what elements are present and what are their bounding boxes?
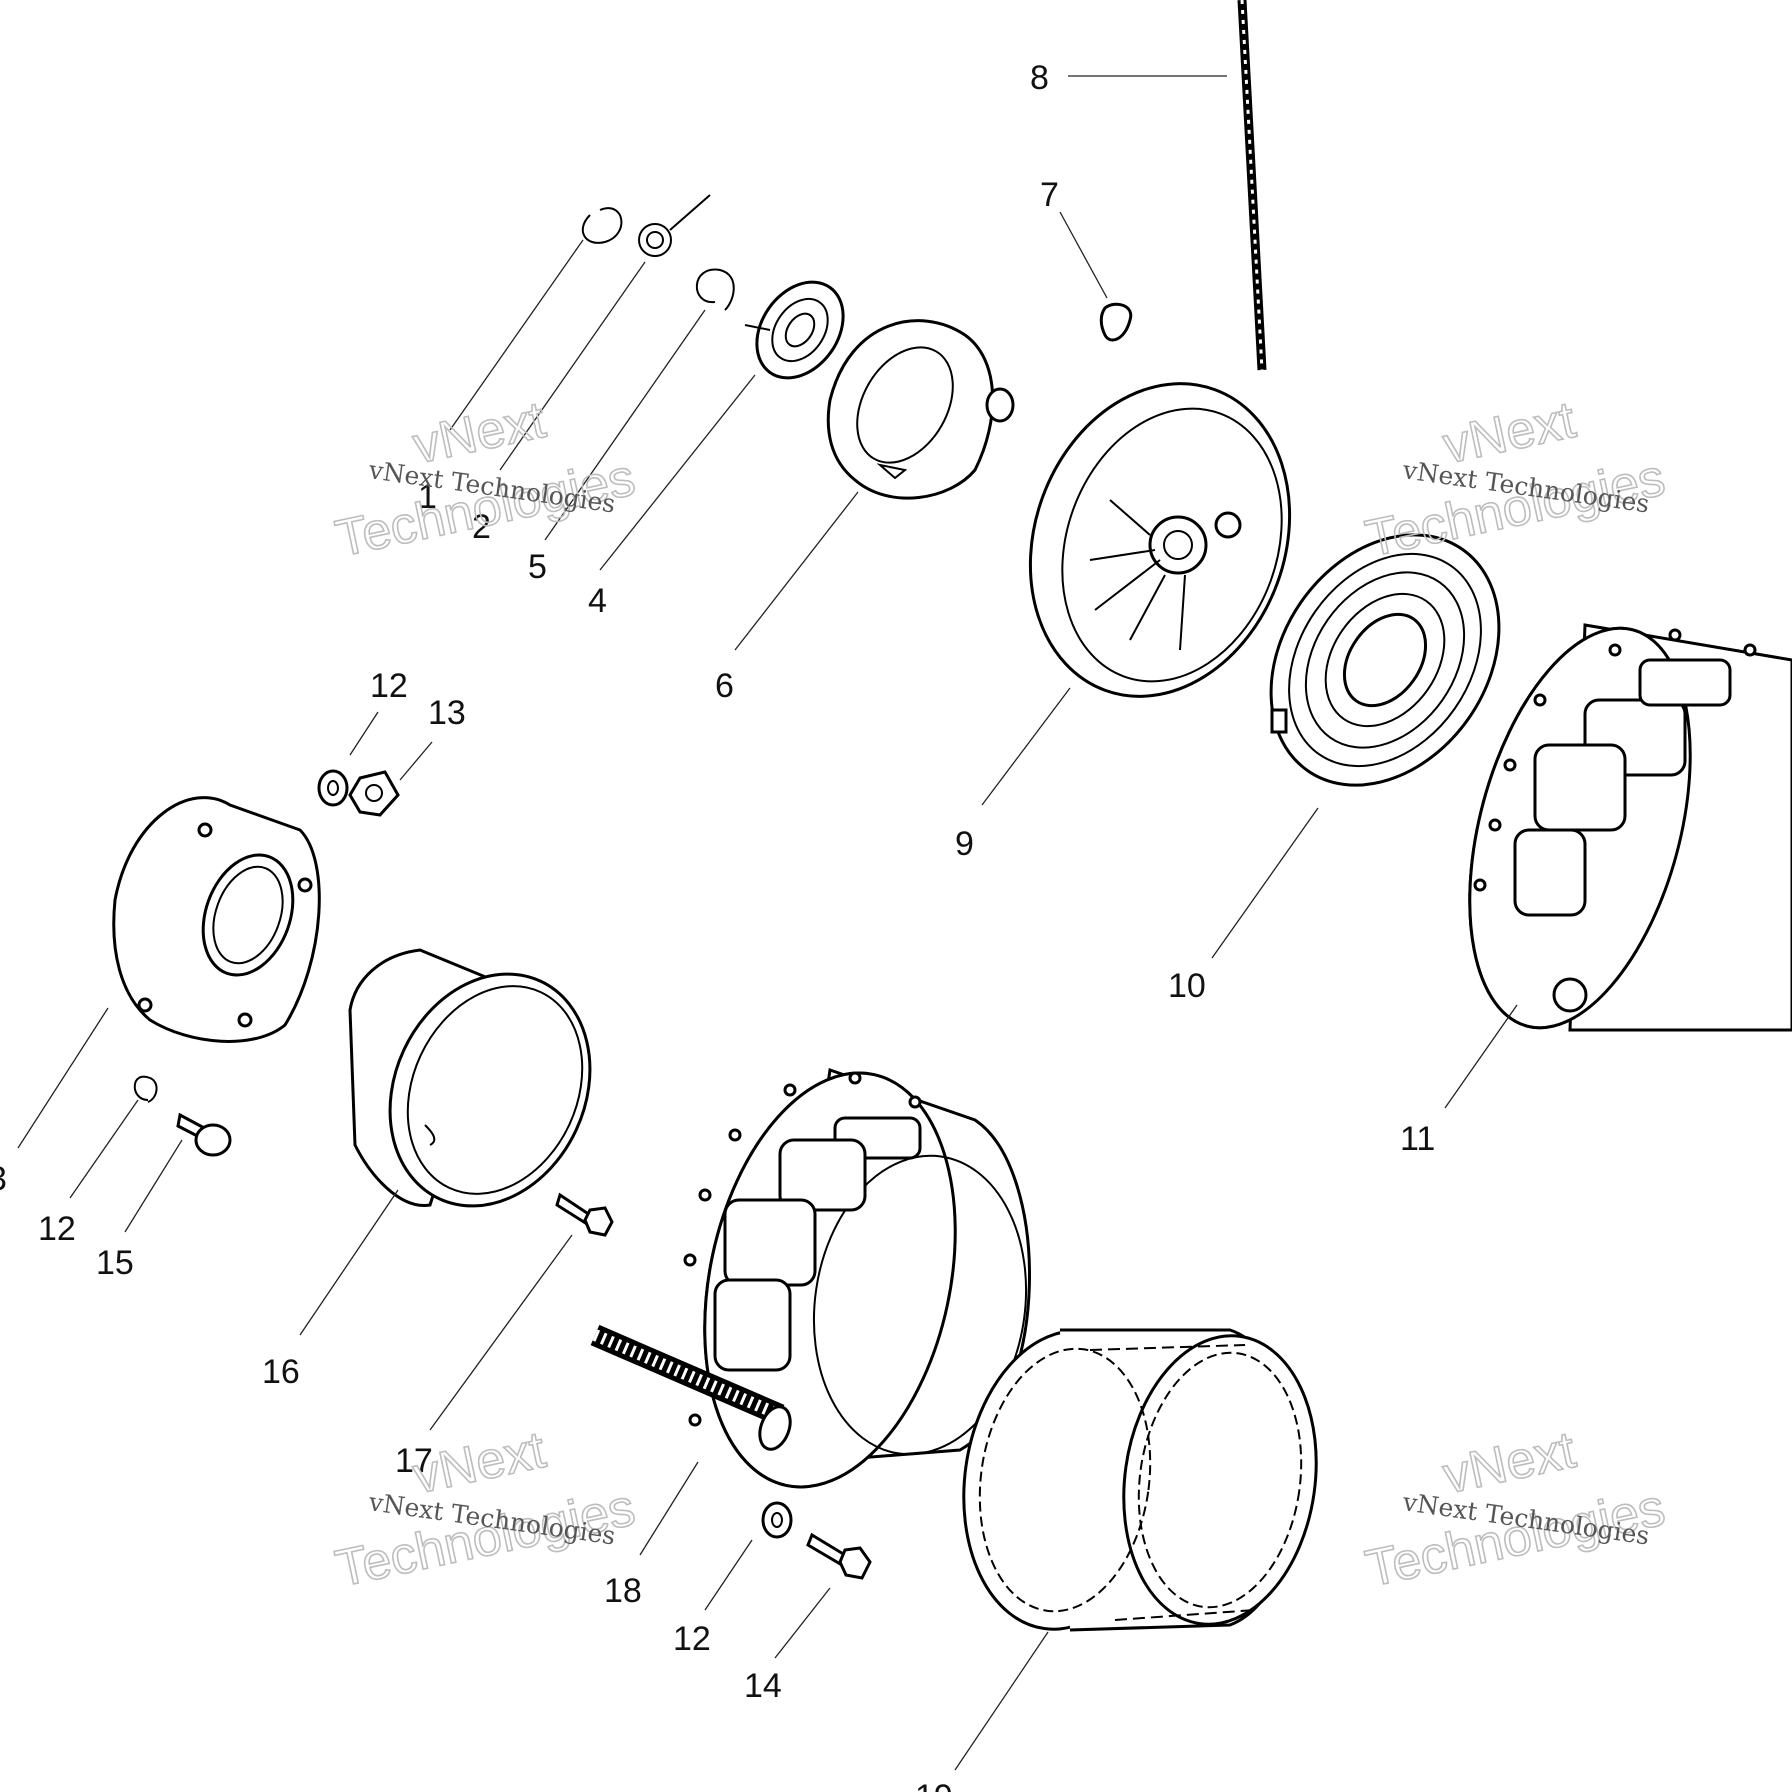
part-12-washer-top [317,769,349,807]
part-4-cam [744,280,845,380]
callout-8: 8 [1030,59,1049,97]
part-5-clip [695,268,735,311]
callout-10: 10 [1168,967,1206,1005]
watermark-vnext: vNext [408,1421,551,1505]
part-19-ratchet-cage [962,1328,1318,1632]
part-18-lower-housing [590,1067,1032,1489]
callout-4: 4 [588,582,607,620]
part-8-rope [1237,0,1267,371]
part-12-washer-bottom [761,1501,793,1539]
part-6-plate [826,319,1015,500]
part-2-spring [638,194,711,257]
callout-13: 13 [428,694,466,732]
callout-5: 5 [528,548,547,586]
callout-6: 6 [715,667,734,705]
callout-9: 9 [955,825,974,863]
callout-11: 11 [1400,1120,1435,1158]
part-14-bolt [806,1532,872,1580]
part-10-recoil-spring [1269,533,1501,787]
callout-3: 3 [0,1160,7,1198]
callout-12-top: 12 [370,667,408,705]
callout-18: 18 [604,1572,642,1610]
part-17-bolt [555,1192,614,1237]
part-7-key [1099,302,1133,342]
callout-2: 2 [472,508,491,546]
callout-1: 1 [418,478,437,516]
callout-15: 15 [96,1244,134,1282]
callout-7: 7 [1040,176,1059,214]
callout-14: 14 [744,1667,782,1705]
part-3-cover [112,796,321,1043]
leader-lines [17,75,1518,1771]
callout-numbers: 1 2 5 4 6 7 8 9 10 11 12 13 3 12 15 16 1… [0,59,1435,1792]
part-13-nut [348,770,400,817]
callout-12-left: 12 [38,1210,76,1248]
part-1-snap-ring [581,207,623,244]
part-12-clip-left [133,1075,158,1103]
watermark-vnext: vNext [1438,1421,1581,1505]
part-16-cup [348,948,592,1208]
callout-17: 17 [395,1442,433,1480]
callout-16: 16 [262,1353,300,1391]
callout-19: 19 [915,1778,953,1792]
callout-12-bottom: 12 [673,1620,711,1658]
part-11-housing [1468,623,1792,1032]
part-15-bolt [176,1112,232,1157]
part-9-pulley [1028,382,1292,698]
